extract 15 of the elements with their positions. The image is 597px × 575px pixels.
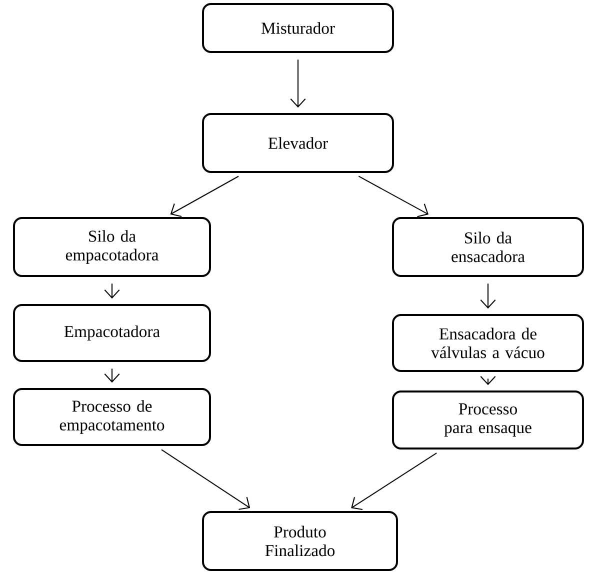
process-box: Empacotadora: [13, 304, 211, 362]
process-box: Elevador: [202, 113, 394, 173]
process-box: Misturador: [202, 3, 394, 53]
process-box: Processo para ensaque: [392, 390, 584, 450]
process-box: Processo de empacotamento: [13, 388, 211, 446]
arrow: [351, 452, 437, 510]
process-box: Produto Finalizado: [202, 511, 398, 571]
process-box: Ensacadora de válvulas a vácuo: [392, 314, 584, 372]
arrow: [170, 176, 239, 218]
arrow: [290, 60, 306, 108]
process-box: Silo da empacotadora: [13, 217, 211, 277]
process-box: Silo da ensacadora: [392, 217, 584, 277]
arrow: [480, 284, 496, 309]
arrow: [161, 449, 250, 510]
arrow: [358, 176, 429, 218]
